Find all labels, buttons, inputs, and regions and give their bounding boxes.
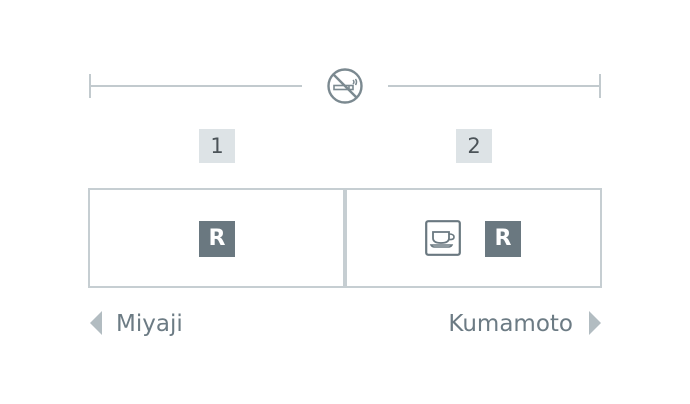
- direction-left: Miyaji: [90, 308, 183, 340]
- car-number-2: 2: [456, 129, 492, 163]
- car-1[interactable]: R: [88, 188, 347, 288]
- direction-left-label: Miyaji: [116, 311, 183, 337]
- restroom-badge: R: [199, 221, 235, 257]
- rule-right: [388, 85, 600, 87]
- rule-left: [90, 85, 302, 87]
- arrow-left-icon: [90, 310, 102, 335]
- restroom-badge: R: [485, 221, 521, 257]
- direction-right: Kumamoto: [448, 308, 601, 340]
- arrow-right-icon: [589, 310, 601, 335]
- car-2[interactable]: R: [343, 188, 602, 288]
- cafe-cup-icon: [425, 220, 461, 256]
- car-number-1: 1: [199, 129, 235, 163]
- direction-right-label: Kumamoto: [448, 311, 573, 337]
- no-smoking-icon: [327, 68, 363, 104]
- rule-right-cap: [599, 74, 601, 98]
